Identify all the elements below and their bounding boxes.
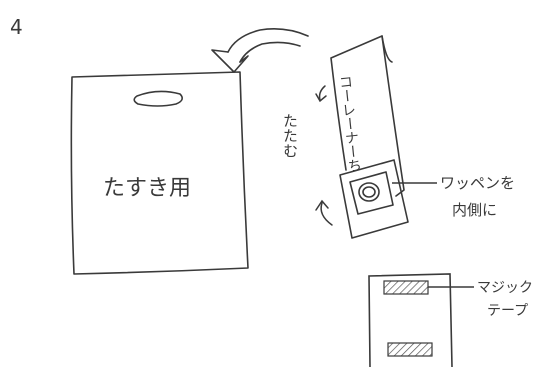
bag-handle-hole [133, 90, 184, 107]
curved-arrow [211, 28, 309, 73]
strap [330, 35, 405, 197]
bag-outline [70, 71, 249, 275]
strap-text: コーレーナーち [336, 74, 362, 173]
magic-tape-top [383, 280, 429, 295]
patch-circle [358, 182, 380, 202]
magic-tape-bottom [387, 342, 433, 357]
tape-callout-line2: テープ [487, 303, 528, 319]
folded-piece [339, 159, 409, 239]
patch-callout-line1: ワッペンを [440, 174, 515, 192]
svg-text:コーレーナーち: コーレーナーち [336, 74, 362, 173]
patch-square [349, 171, 394, 215]
tape-callout-line1: マジック [477, 280, 533, 296]
fold-arrow-top [315, 85, 327, 103]
step-number: 4 [10, 15, 23, 39]
bag [70, 71, 249, 275]
patch-callout-line2: 内側に [452, 201, 497, 219]
bag-label: たすき用 [103, 176, 191, 201]
fold-instruction: たたむ [281, 113, 299, 158]
svg-text:たたむ: たたむ [281, 113, 299, 158]
tape-panel [368, 273, 453, 367]
fold-arrow-bottom [315, 199, 333, 226]
